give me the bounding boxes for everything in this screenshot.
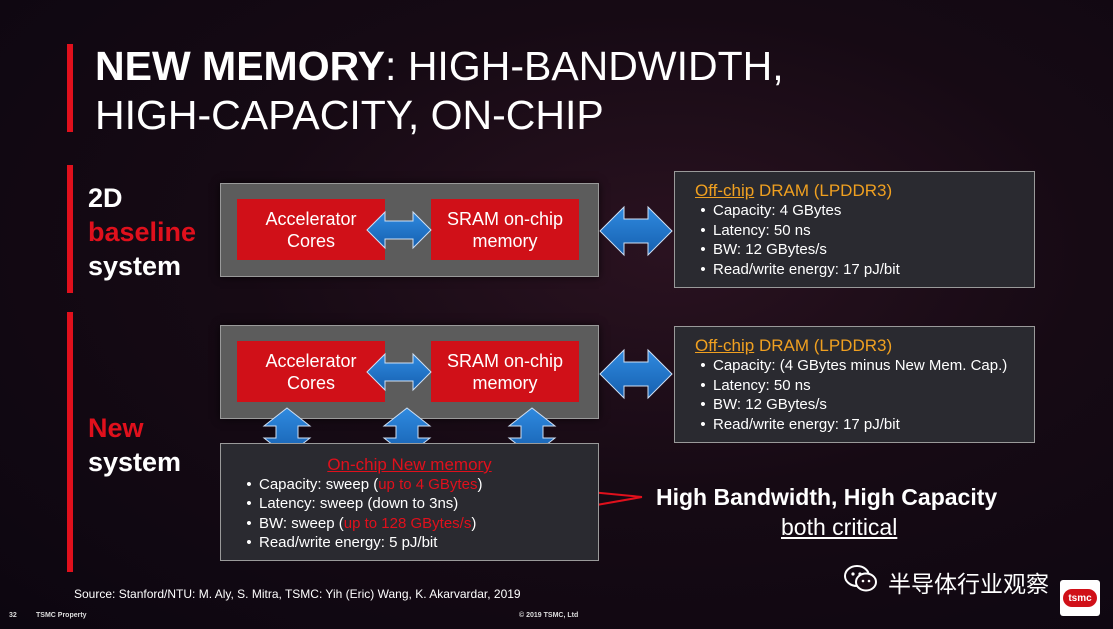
title-line2: HIGH-CAPACITY, ON-CHIP bbox=[95, 92, 604, 138]
onchip-capacity-item: Capacity: sweep (up to 4 GBytes) bbox=[241, 475, 598, 495]
new-sram-line2: memory bbox=[472, 372, 538, 393]
baseline-system-label: 2D baseline system bbox=[88, 181, 196, 283]
list-item: BW: 12 GBytes/s bbox=[695, 395, 1034, 415]
new-label-line2: system bbox=[88, 447, 182, 477]
footer-property: TSMC Property bbox=[36, 612, 87, 619]
baseline-label-line1: 2D bbox=[88, 183, 123, 213]
baseline-dram-arrow bbox=[599, 205, 673, 257]
onchip-energy-item: Read/write energy: 5 pJ/bit bbox=[241, 533, 598, 553]
baseline-inner-arrow bbox=[366, 210, 432, 250]
list-item: Read/write energy: 17 pJ/bit bbox=[695, 260, 1034, 280]
dram-baseline-list: Capacity: 4 GBytes Latency: 50 ns BW: 12… bbox=[695, 201, 1034, 279]
dram-new-head-rest: DRAM (LPDDR3) bbox=[754, 336, 893, 355]
source-citation: Source: Stanford/NTU: M. Aly, S. Mitra, … bbox=[74, 587, 521, 601]
dram-new-box: Off-chip DRAM (LPDDR3) Capacity: (4 GByt… bbox=[674, 326, 1035, 443]
list-item: Capacity: 4 GBytes bbox=[695, 201, 1034, 221]
list-item: BW: 12 GBytes/s bbox=[695, 240, 1034, 260]
baseline-sram-line2: memory bbox=[472, 230, 538, 251]
baseline-accel-line1: Accelerator bbox=[265, 208, 357, 229]
list-item: Capacity: (4 GBytes minus New Mem. Cap.) bbox=[695, 356, 1034, 376]
title-accent-bar bbox=[67, 44, 73, 132]
onchip-bw-prefix: BW: sweep ( bbox=[259, 514, 344, 532]
baseline-accent-bar bbox=[67, 165, 73, 293]
baseline-sram-memory: SRAM on-chip memory bbox=[431, 199, 579, 260]
dram-new-head: Off-chip DRAM (LPDDR3) bbox=[695, 336, 1034, 356]
title-bold: NEW MEMORY bbox=[95, 43, 386, 89]
onchip-bw-item: BW: sweep (up to 128 GBytes/s) bbox=[241, 514, 598, 534]
new-sram-memory: SRAM on-chip memory bbox=[431, 341, 579, 402]
baseline-label-line2: baseline bbox=[88, 217, 197, 247]
page-title: NEW MEMORY: HIGH-BANDWIDTH, HIGH-CAPACIT… bbox=[95, 42, 784, 140]
list-item: Latency: 50 ns bbox=[695, 376, 1034, 396]
new-accent-bar bbox=[67, 312, 73, 572]
onchip-memory-box: On-chip New memory Capacity: sweep (up t… bbox=[220, 443, 599, 561]
new-label-line1: New bbox=[88, 413, 144, 443]
new-inner-arrow bbox=[366, 352, 432, 392]
footer-copyright: © 2019 TSMC, Ltd bbox=[519, 612, 579, 619]
wechat-icon bbox=[844, 565, 877, 592]
callout-subline: both critical bbox=[781, 514, 898, 540]
tsmc-logo: tsmc bbox=[1060, 580, 1100, 616]
new-accel-line1: Accelerator bbox=[265, 350, 357, 371]
baseline-accelerator-cores: Accelerator Cores bbox=[237, 199, 385, 260]
new-accelerator-cores: Accelerator Cores bbox=[237, 341, 385, 402]
baseline-label-line3: system bbox=[88, 251, 182, 281]
new-dram-arrow bbox=[599, 348, 673, 400]
baseline-accel-line2: Cores bbox=[286, 230, 335, 251]
new-system-label: New system bbox=[88, 411, 181, 479]
title-rest: : HIGH-BANDWIDTH, bbox=[385, 43, 784, 89]
dram-new-head-offchip: Off-chip bbox=[695, 336, 755, 355]
new-sram-line1: SRAM on-chip bbox=[446, 350, 564, 371]
dram-baseline-head: Off-chip DRAM (LPDDR3) bbox=[695, 181, 1034, 201]
watermark-text: 半导体行业观察 bbox=[888, 572, 1049, 598]
footer-page-number: 32 bbox=[9, 612, 17, 619]
baseline-sram-line1: SRAM on-chip bbox=[446, 208, 564, 229]
dram-baseline-box: Off-chip DRAM (LPDDR3) Capacity: 4 GByte… bbox=[674, 171, 1035, 288]
dram-baseline-head-rest: DRAM (LPDDR3) bbox=[754, 181, 893, 200]
onchip-capacity-prefix: Capacity: sweep ( bbox=[259, 475, 379, 493]
callout-headline: High Bandwidth, High Capacity bbox=[656, 484, 998, 510]
onchip-bw-highlight: up to 128 GBytes/s bbox=[343, 514, 472, 532]
onchip-memory-list: Capacity: sweep (up to 4 GBytes) Latency… bbox=[241, 475, 598, 553]
tsmc-logo-text: tsmc bbox=[1068, 592, 1092, 604]
onchip-bw-suffix: ) bbox=[471, 514, 477, 532]
new-accel-line2: Cores bbox=[286, 372, 335, 393]
onchip-capacity-suffix: ) bbox=[477, 475, 483, 493]
dram-baseline-head-offchip: Off-chip bbox=[695, 181, 755, 200]
onchip-capacity-highlight: up to 4 GBytes bbox=[378, 475, 478, 493]
onchip-memory-head: On-chip New memory bbox=[327, 455, 492, 474]
list-item: Latency: 50 ns bbox=[695, 221, 1034, 241]
dram-new-list: Capacity: (4 GBytes minus New Mem. Cap.)… bbox=[695, 356, 1034, 434]
onchip-latency-item: Latency: sweep (down to 3ns) bbox=[241, 494, 598, 514]
tsmc-logo-inner: tsmc bbox=[1063, 589, 1097, 607]
list-item: Read/write energy: 17 pJ/bit bbox=[695, 415, 1034, 435]
